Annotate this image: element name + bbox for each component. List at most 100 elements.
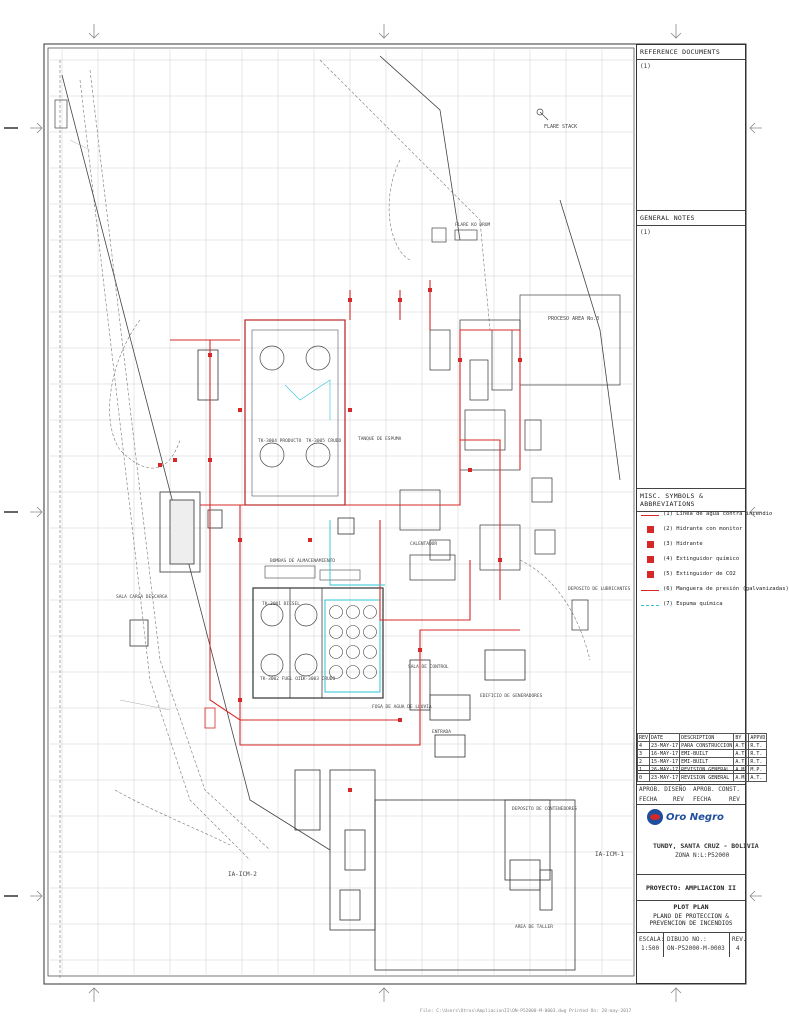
file-path-footer: File: C:\Users\Otros\AmpliacionII\ON-P52… — [420, 1008, 632, 1014]
oro-negro-logo-icon — [647, 809, 663, 825]
small-tank — [363, 645, 377, 659]
legend-item: (7) Espuma química — [641, 601, 723, 607]
legend-symbol-icon — [641, 605, 659, 606]
hydrant-marker — [348, 788, 352, 792]
revision-cell: R.T. — [748, 749, 768, 758]
location: TUNDY, SANTA CRUZ - BOLIVIA — [653, 842, 759, 850]
revision-cell: 0 — [636, 773, 651, 782]
hydrant-marker — [238, 538, 242, 542]
small-tank — [363, 625, 377, 639]
hydrant-marker — [208, 353, 212, 357]
revision-cell: EMI-BUILT — [679, 757, 735, 766]
legend-label: (5) Extinguidor de CO2 — [663, 571, 736, 577]
legend-item: (1) Línea de agua contra incendio — [641, 511, 772, 517]
revision-cell: 23-MAY-17 — [649, 773, 681, 782]
drawing-title: PLOT PLAN — [673, 903, 709, 911]
legend-symbol-icon — [641, 526, 659, 533]
tank-crudo-south-label: TK-3003 CRUDO — [300, 676, 336, 682]
legend-label: (6) Manguera de presión (galvanizadas) — [663, 586, 789, 592]
approval-rev-label: REV — [673, 796, 684, 803]
small-tank — [329, 665, 343, 679]
lubricants-label: DEPOSITO DE LUBRICANTES — [568, 586, 631, 592]
revision-header-cell: DATE — [649, 733, 681, 742]
small-tank — [346, 625, 360, 639]
coordinate-grid — [48, 48, 634, 976]
tank-producto-label: TK-3004 PRODUCTO — [258, 438, 302, 444]
revision-cell: A.T. — [733, 749, 750, 758]
hydrant-marker — [418, 648, 422, 652]
hydrant-marker — [208, 458, 212, 462]
legend-symbol-icon — [641, 541, 659, 548]
revision-cell: 1 — [636, 765, 651, 774]
legend-label: (4) Extinguidor químico — [663, 556, 740, 562]
imm1-label: IA-ICM-1 — [595, 851, 624, 858]
revision-cell: A.T. — [733, 741, 750, 750]
site-roads — [59, 59, 591, 980]
revision-header-cell: APPVD — [748, 733, 768, 742]
reference-item: (1) — [640, 63, 651, 70]
general-notes-header: GENERAL NOTES — [637, 211, 745, 226]
location-sub: ZONA N:L:P52000 — [675, 852, 730, 859]
revision-label: REV. — [732, 936, 747, 943]
legend-symbol-icon — [641, 590, 659, 591]
control-room-label: SALA DE CONTROL — [408, 664, 449, 670]
reference-documents-header: REFERENCE DOCUMENTS — [637, 45, 745, 60]
approval-const-label: APROB. CONST. — [693, 786, 740, 793]
legend-label: (2) Hidrante con monitor — [663, 526, 743, 532]
scale-value: 1:500 — [641, 945, 660, 952]
flare-stack — [54, 99, 549, 129]
hydrant-marker — [308, 538, 312, 542]
revision-header-cell: BY — [733, 733, 750, 742]
small-tank — [329, 625, 343, 639]
hydrant-marker — [173, 458, 177, 462]
revision-cell: A.M. — [733, 765, 750, 774]
small-tank — [329, 605, 343, 619]
revision-cell: 16-MAY-17 — [649, 749, 681, 758]
south-buildings — [294, 769, 576, 971]
revision-cell: PARA CONSTRUCCION — [679, 741, 735, 750]
small-tank — [363, 665, 377, 679]
approval-date-label: FECHA — [639, 796, 658, 803]
tank-farm-south — [252, 587, 384, 699]
tank-fuel-label: TK-3002 FUEL OIL — [260, 676, 304, 682]
plot-plan-drawing: FLARE STACK FLARE KO DRUM PROCESO AREA N… — [4, 24, 762, 1014]
containers-label: DEPOSITO DE CONTENEDORES — [512, 806, 577, 812]
flare-stack-label: FLARE STACK — [544, 124, 577, 130]
hydrant-marker — [398, 718, 402, 722]
revision-cell: 15-MAY-17 — [649, 757, 681, 766]
foam-line — [329, 520, 385, 586]
title-block: REFERENCE DOCUMENTS (1) GENERAL NOTES (1… — [636, 44, 789, 984]
revision-cell: A.T. — [733, 757, 750, 766]
legend-symbol-icon — [641, 556, 659, 563]
hydrant-marker — [468, 468, 472, 472]
approval-date2-label: FECHA — [693, 796, 712, 803]
project-section: PROYECTO: AMPLIACION II — [637, 875, 745, 901]
tank-diesel-label: TK-3001 DIESEL — [262, 601, 300, 607]
legend-section: MISC. SYMBOLS & ABBREVIATIONS (1) Línea … — [637, 489, 789, 771]
drawing-subtitle-1: PLANO DE PROTECCION & — [653, 913, 729, 920]
imm2-label: IA-ICM-2 — [228, 871, 257, 878]
generators-label: EDIFICIO DE GENERADORES — [480, 693, 543, 699]
heater-label: CALENTADOR — [410, 541, 437, 547]
revision-cell: 4 — [636, 741, 651, 750]
company-logo: Oro Negro — [647, 809, 724, 825]
revision-cell: 2 — [636, 757, 651, 766]
tank-crudo-label: TK-3005 CRUDO — [306, 438, 342, 444]
hydrant-marker — [158, 463, 162, 467]
hydrant-marker — [498, 558, 502, 562]
legend-item: (4) Extinguidor químico — [641, 556, 740, 563]
drawing-info-section: ESCALA: 1:500 DIBUJO NO.: ON-P52000-M-00… — [637, 933, 747, 983]
small-tank — [363, 605, 377, 619]
legend-item: (2) Hidrante con monitor — [641, 526, 743, 533]
drawing-frame — [47, 47, 635, 977]
legend-item: (3) Hidrante — [641, 541, 703, 548]
process-area — [519, 294, 621, 386]
revision-cell: R.T. — [748, 757, 768, 766]
hydrant-marker — [348, 298, 352, 302]
rainwater-label: FOSA DE AGUA DE LLUVIA — [372, 704, 432, 710]
entrance-label: ENTRADA — [432, 729, 451, 735]
